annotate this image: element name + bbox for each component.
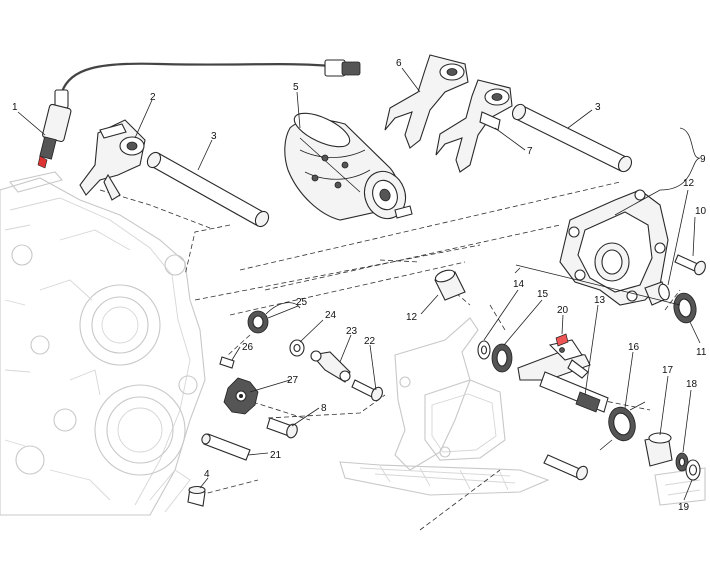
callout-10: 10: [695, 206, 707, 217]
bolt-part-24: [289, 339, 305, 357]
callout-27: 27: [287, 375, 299, 386]
leader-lines: [17, 67, 701, 501]
washer-part-15: [491, 343, 513, 373]
callout-15: 15: [537, 289, 549, 300]
lever-part-23: [310, 350, 351, 383]
bolt-part-10: [674, 254, 706, 276]
shift-fork-part-7: [435, 79, 513, 173]
callout-8: 8: [321, 403, 327, 414]
fork-shaft-part-3-left: [146, 151, 270, 228]
spring-part-16: [599, 401, 646, 451]
callout-3-right: 3: [595, 102, 601, 113]
callout-5: 5: [293, 82, 299, 93]
bushing-part-12-left: [434, 269, 466, 301]
bolt-part-22: [351, 379, 383, 402]
callout-21: 21: [270, 450, 282, 461]
spring-part-25: [247, 302, 301, 334]
callout-20: 20: [557, 305, 569, 316]
bushing-part-12-right: [644, 281, 670, 306]
washer-part-14: [477, 340, 491, 360]
callout-1: 1: [12, 102, 18, 113]
circlip-part-19: [685, 459, 701, 481]
clip-part-20: [555, 333, 569, 347]
bolt-lower-right: [543, 454, 588, 481]
callout-18: 18: [686, 379, 698, 390]
fork-shaft-part-3-right: [511, 103, 633, 173]
callout-4: 4: [204, 469, 210, 480]
crankcase-ghost: [0, 171, 206, 516]
shift-fork-part-6: [384, 54, 469, 149]
callout-22: 22: [364, 336, 376, 347]
callout-14: 14: [513, 279, 525, 290]
callout-16: 16: [628, 342, 640, 353]
pin-part-26: [219, 356, 235, 369]
dowel-part-21: [201, 433, 251, 461]
star-cam-part-27: [223, 377, 259, 415]
callout-11: 11: [696, 347, 707, 358]
shift-drum-part-5: [284, 112, 413, 221]
callout-3-left: 3: [211, 131, 217, 142]
callout-25: 25: [296, 297, 308, 308]
callout-24: 24: [325, 310, 337, 321]
shift-bracket-ghost: [339, 317, 706, 506]
callout-12-right: 12: [683, 178, 695, 189]
callout-12-left: 12: [406, 312, 418, 323]
gearshift-cover-part-9: [559, 189, 669, 306]
bushing-part-4: [187, 485, 206, 507]
bolt-part-8: [266, 417, 298, 439]
callout-17: 17: [662, 365, 674, 376]
callout-26: 26: [242, 342, 254, 353]
neutral-sensor-part-1: [37, 59, 361, 169]
callout-7: 7: [527, 146, 533, 157]
callout-2: 2: [150, 92, 156, 103]
callout-9: 9: [700, 154, 706, 165]
shift-fork-part-2: [79, 119, 146, 201]
callout-19: 19: [678, 502, 690, 513]
gearshift-shaft-part-13: [517, 339, 609, 413]
callout-23: 23: [346, 326, 358, 337]
collar-part-17: [644, 432, 673, 467]
callout-labels: 1 2 3 3 4 5 6 7 8 9 10 11 12 12 13 14 15…: [12, 58, 707, 513]
callout-13: 13: [594, 295, 606, 306]
oil-seal-part-11: [673, 292, 697, 324]
washer-part-18: [675, 452, 689, 472]
callout-6: 6: [396, 58, 402, 69]
